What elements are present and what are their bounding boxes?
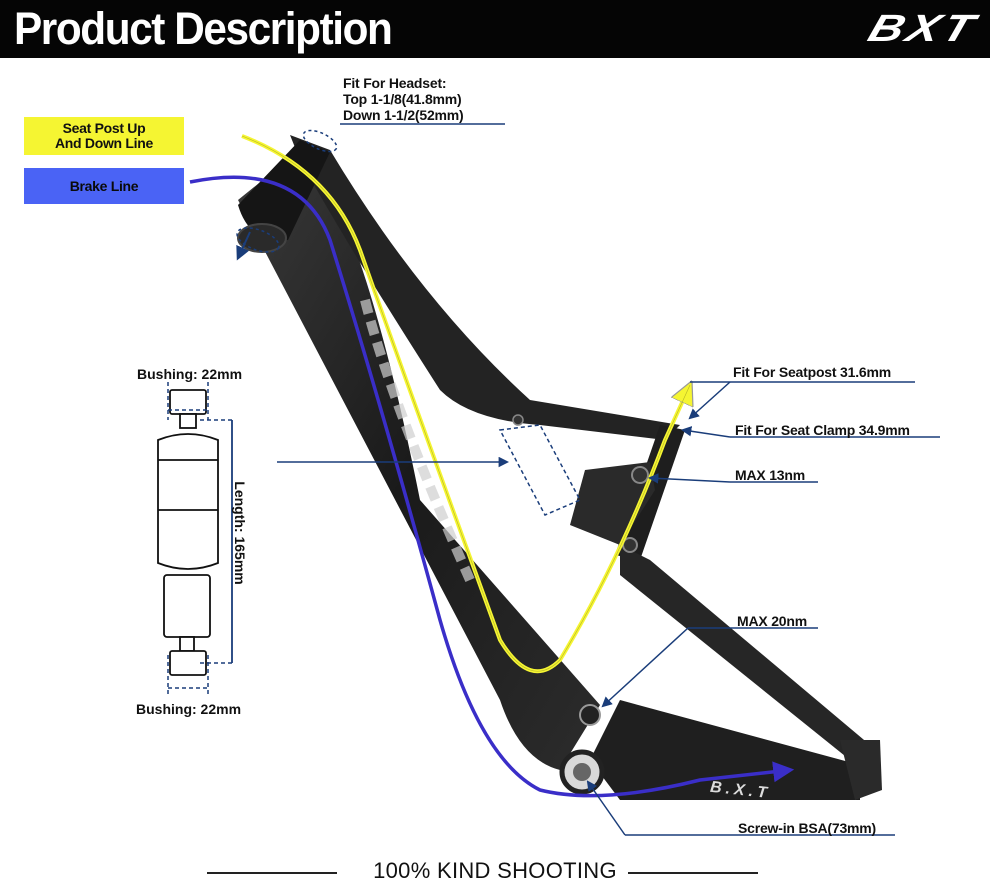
header-bar: Product Description BXT: [0, 0, 990, 58]
shock-mount-bolt: [512, 414, 524, 426]
headset-title: Fit For Headset:: [343, 75, 447, 91]
shock-bottom-eyelet: [169, 650, 207, 676]
brake-line-route: [189, 175, 795, 798]
seatpost-spec: Fit For Seatpost 31.6mm: [733, 364, 891, 380]
shock-body: [157, 433, 219, 570]
leader-max13-arrow: [647, 473, 731, 484]
leader-bsa-arrow: [586, 780, 626, 836]
footer-rule-left: [207, 872, 337, 874]
headset-note: Fit For Headset: Top 1-1/8(41.8mm) Down …: [343, 75, 464, 123]
headset-down-spec: Down 1-1/2(52mm): [343, 107, 464, 123]
legend-brake-label: Brake Line: [69, 177, 139, 194]
max-13nm-spec: MAX 13nm: [735, 467, 805, 483]
leader-seatpost-link: [688, 381, 731, 420]
legend-seat-post-label: Seat Post Up And Down Line: [55, 120, 153, 151]
rear-dropout: [840, 740, 882, 800]
bike-frame: [237, 135, 882, 800]
shock-dimensions: [167, 382, 234, 695]
legend-brake-line: Brake Line: [24, 168, 184, 204]
pivot-bolt-lower: [579, 704, 601, 726]
headset-bottom-marker: [236, 227, 280, 253]
leader-seat-clamp-arrow: [680, 426, 731, 438]
bushing-bottom-label: Bushing: 22mm: [136, 701, 242, 717]
seat-stay: [620, 545, 870, 760]
rocker-link: [570, 462, 655, 545]
top-tube: [290, 135, 680, 440]
callout-lines: [277, 123, 940, 836]
max-20nm-spec: MAX 20nm: [737, 613, 807, 629]
seat-clamp-spec: Fit For Seat Clamp 34.9mm: [735, 422, 910, 438]
leader-max20-arrow: [601, 627, 689, 708]
page-title: Product Description: [14, 3, 393, 54]
shock-length-label: Length: 165mm: [232, 481, 248, 585]
footer-rule-right: [628, 872, 758, 874]
headset-top-spec: Top 1-1/8(41.8mm): [343, 91, 462, 107]
shock-shaft: [163, 574, 211, 638]
pivot-bolt-upper: [631, 466, 649, 484]
installed-shock-outline: [498, 424, 582, 516]
down-tube: [238, 150, 600, 770]
footer-caption: 100% KIND SHOOTING: [373, 858, 617, 883]
downtube-graphic: [360, 298, 475, 583]
rear-shock-drawing: [157, 389, 219, 676]
legend-seat-post-line: Seat Post Up And Down Line: [24, 117, 184, 155]
bushing-top-label: Bushing: 22mm: [137, 366, 243, 382]
head-tube: [238, 140, 330, 241]
headset-top-marker: [302, 129, 338, 153]
bsa-spec: Screw-in BSA(73mm): [738, 820, 876, 836]
